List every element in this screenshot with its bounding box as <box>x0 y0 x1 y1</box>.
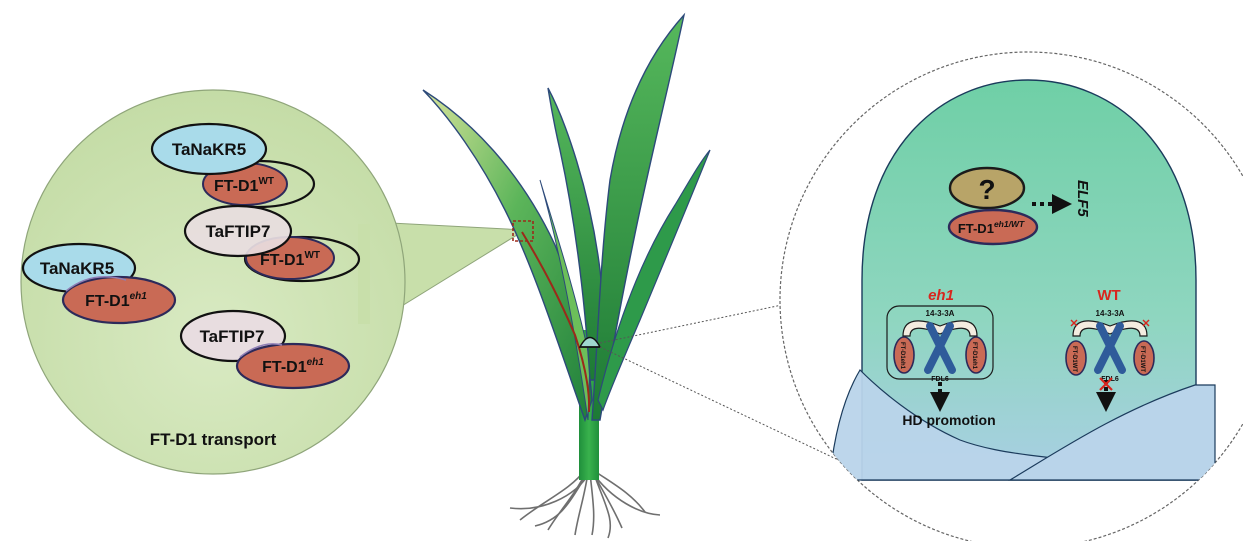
tanakr5-label: TaNaKR5 <box>172 140 246 159</box>
transport-panel: TaNaKR5 FT-D1WT TaFTIP7 FT-D1WT TaNaKR5 … <box>21 90 525 474</box>
eh1-14-3-3-label: 14-3-3A <box>926 309 955 318</box>
taftip7-label: TaFTIP7 <box>200 327 265 346</box>
taftip7-label: TaFTIP7 <box>206 222 271 241</box>
roots <box>510 470 660 538</box>
transport-panel-title: FT-D1 transport <box>150 430 277 449</box>
eh1-label: eh1 <box>928 287 954 304</box>
eh1-ft-left-label: FT-D1eh1 <box>899 342 905 370</box>
eh1-fdl6-label: FDL6 <box>931 376 949 383</box>
wt-ft-left-label: FT-D1WT <box>1071 346 1077 372</box>
wt-14-3-3-label: 14-3-3A <box>1096 309 1125 318</box>
wheat-plant <box>423 15 710 538</box>
tanakr5-label: TaNaKR5 <box>40 259 114 278</box>
elf5-gene-label: ELF5 <box>1074 180 1091 217</box>
wt-ft-right-label: FT-D1WT <box>1139 346 1145 372</box>
apex-panel: ? FT-D1eh1/WT ELF5 eh1 14-3-3A FDL6 FT-D… <box>780 52 1243 541</box>
panel-seam <box>358 224 370 324</box>
unknown-factor-label: ? <box>978 174 995 205</box>
wt-label: WT <box>1097 287 1120 304</box>
eh1-ft-right-label: FT-D1eh1 <box>971 342 977 370</box>
hd-promotion-label: HD promotion <box>902 412 995 428</box>
